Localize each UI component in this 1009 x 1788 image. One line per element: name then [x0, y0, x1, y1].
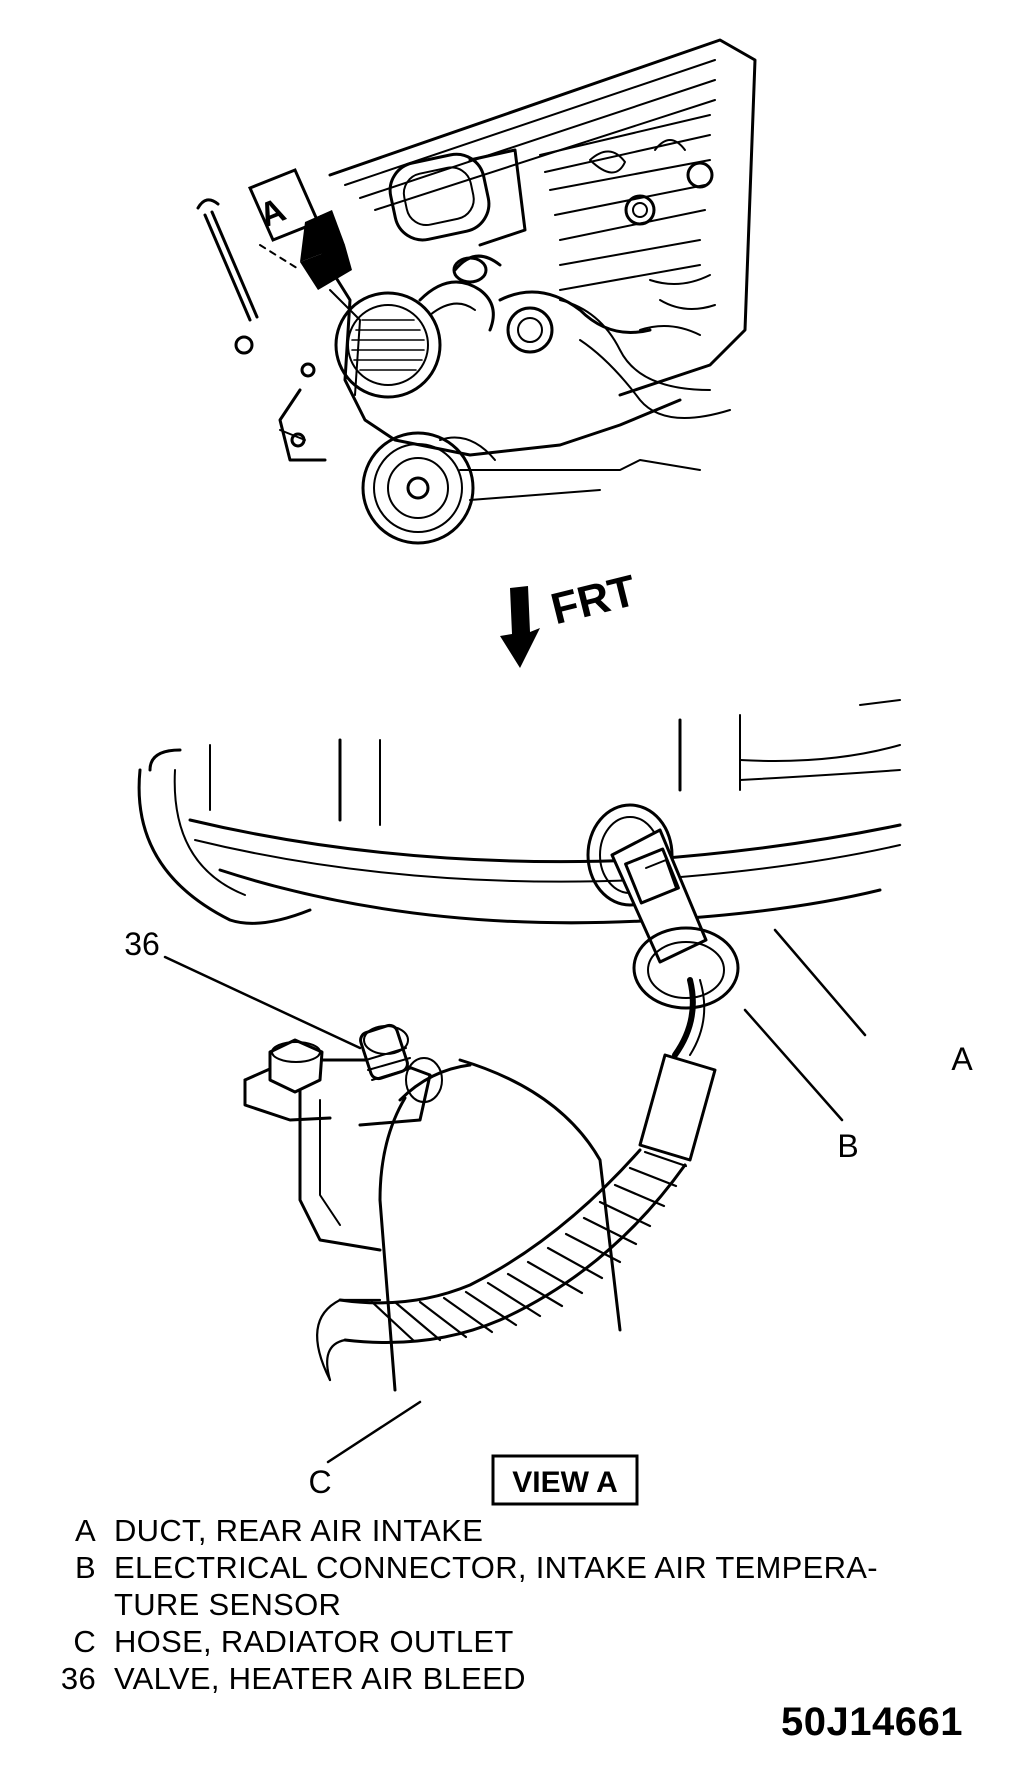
- legend-row: 36 VALVE, HEATER AIR BLEED: [40, 1660, 940, 1697]
- legend-row: TURE SENSOR: [40, 1586, 940, 1623]
- legend-row: A DUCT, REAR AIR INTAKE: [40, 1512, 940, 1549]
- callout-label-c: C: [308, 1464, 331, 1500]
- corrugated-wire-loom: [338, 1148, 688, 1344]
- leader-c: [326, 1400, 422, 1464]
- front-direction-label: FRT: [546, 566, 641, 634]
- legend-row: C HOSE, RADIATOR OUTLET: [40, 1623, 940, 1660]
- corrugated-hose: [316, 1298, 382, 1382]
- legend-row: B ELECTRICAL CONNECTOR, INTAKE AIR TEMPE…: [40, 1549, 940, 1586]
- view-a-label: VIEW A: [512, 1466, 618, 1499]
- legend-text: TURE SENSOR: [114, 1587, 342, 1622]
- leader-36: [163, 955, 362, 1050]
- callout-label-a: A: [951, 1041, 973, 1077]
- front-direction-indicator: FRT: [500, 566, 641, 668]
- leader-a: [773, 928, 867, 1037]
- view-a-label-box: VIEW A: [491, 1454, 639, 1506]
- legend-key: [40, 1586, 114, 1623]
- legend-text: HOSE, RADIATOR OUTLET: [114, 1624, 514, 1659]
- callout-label-b: B: [837, 1128, 858, 1164]
- legend-text: VALVE, HEATER AIR BLEED: [114, 1661, 526, 1696]
- legend-key: C: [73, 1624, 96, 1659]
- figure-code: 50J14661: [781, 1700, 963, 1744]
- legend-text: ELECTRICAL CONNECTOR, INTAKE AIR TEMPERA…: [114, 1550, 878, 1585]
- callout-label-36: 36: [124, 926, 160, 962]
- legend-text: DUCT, REAR AIR INTAKE: [114, 1513, 484, 1548]
- callout-leader-lines: [163, 928, 867, 1464]
- view-a-direction-arrow: A: [247, 168, 352, 290]
- leader-b: [743, 1008, 844, 1122]
- engine-overview-illustration: [196, 38, 757, 545]
- legend-key: A: [75, 1513, 96, 1548]
- view-a-detail-illustration: [137, 699, 902, 1392]
- parts-legend: A DUCT, REAR AIR INTAKE B ELECTRICAL CON…: [40, 1512, 940, 1697]
- legend-key: 36: [60, 1661, 96, 1696]
- legend-key: B: [75, 1550, 96, 1585]
